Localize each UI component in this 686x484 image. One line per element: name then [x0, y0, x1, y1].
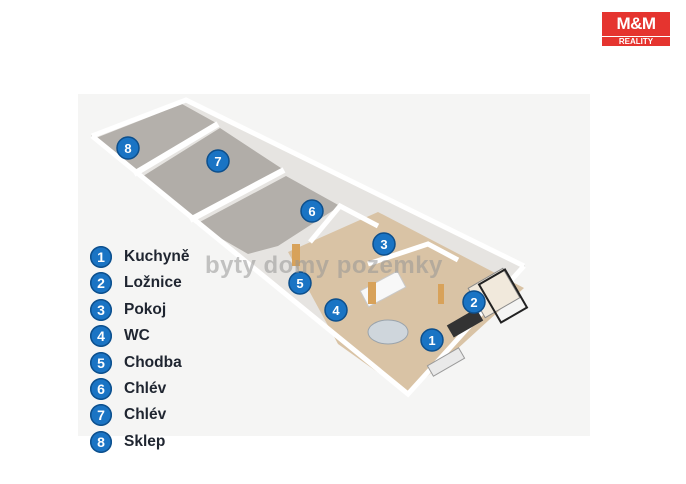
marker-6-label: 6 [308, 204, 315, 219]
legend-badge: 2 [90, 272, 112, 295]
legend-badge: 6 [90, 377, 112, 400]
legend-badge: 8 [90, 430, 112, 453]
tv-unit [446, 308, 484, 338]
floor-living [288, 212, 524, 394]
marker-8-label: 8 [124, 141, 131, 156]
marker-2-label: 2 [470, 295, 477, 310]
legend-label: Kuchyně [124, 248, 190, 265]
legend-badge: 3 [90, 298, 112, 321]
legend-badge: 7 [90, 404, 112, 427]
marker-4: 4 [324, 298, 348, 322]
marker-7-label: 7 [214, 154, 221, 169]
wall-2 [188, 167, 286, 223]
watermark-text: byty domy pozemky [205, 252, 443, 279]
marker-2: 2 [462, 290, 486, 314]
legend-item-wc: 4 WC [90, 325, 240, 351]
marker-3: 3 [372, 232, 396, 256]
marker-5-label: 5 [296, 276, 303, 291]
legend-label: Chodba [124, 353, 182, 371]
marker-4-label: 4 [332, 303, 340, 318]
wall-1 [132, 121, 220, 177]
legend-item-sklep: 8 Sklep [90, 430, 240, 457]
door-2 [368, 282, 376, 304]
floor-chlev-7 [140, 128, 284, 220]
legend-label: Chlév [124, 379, 167, 397]
legend-label: Chlév [124, 406, 167, 424]
legend-label: Pokoj [124, 300, 167, 318]
legend-badge: 5 [90, 351, 112, 374]
legend-label: Ložnice [124, 274, 182, 292]
marker-7: 7 [206, 149, 230, 173]
legend-label: Sklep [124, 432, 166, 450]
room-legend: 1 Kuchyně 2 Ložnice 3 Pokoj 4 WC 5 Chodb… [90, 246, 240, 457]
window-frame [477, 268, 529, 324]
marker-3-label: 3 [380, 237, 387, 252]
mm-reality-logo: M&M REALITY [602, 12, 670, 46]
logo-subtext: REALITY [602, 36, 670, 46]
dining-table [367, 319, 409, 345]
legend-item-pokoj: 3 Pokoj [90, 298, 240, 325]
legend-badge: 1 [90, 246, 112, 268]
door-1 [292, 244, 300, 266]
legend-item-chlev-6: 6 Chlév [90, 377, 240, 404]
marker-8: 8 [116, 136, 140, 160]
marker-5: 5 [288, 271, 312, 295]
marker-1: 1 [420, 328, 444, 352]
floor-plan-3d: 8 7 6 3 5 4 2 1 [90, 97, 529, 398]
sofa [426, 347, 466, 377]
legend-item-chodba: 5 Chodba [90, 351, 240, 378]
wall-3 [308, 202, 380, 244]
floor-plan-image: 8 7 6 3 5 4 2 1 [78, 94, 590, 436]
wall-back [91, 97, 526, 269]
door-3 [438, 284, 444, 304]
legend-item-loznice: 2 Ložnice [90, 272, 240, 298]
wall-4 [367, 241, 460, 267]
legend-label: WC [124, 327, 150, 345]
legend-item-kuchyne: 1 Kuchyně [90, 246, 240, 272]
legend-badge: 4 [90, 325, 112, 348]
floor-chlev-6 [196, 176, 340, 254]
legend-item-chlev-7: 7 Chlév [90, 404, 240, 430]
logo-text: M&M [602, 12, 670, 36]
marker-1-label: 1 [428, 333, 435, 348]
marker-6: 6 [300, 199, 324, 223]
